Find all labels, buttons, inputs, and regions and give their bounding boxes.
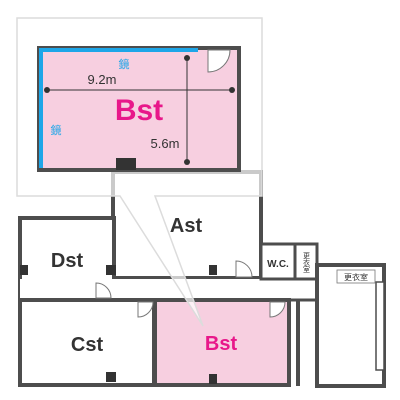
room-label-dst: Dst [51,250,84,272]
room-label-ast: Ast [170,215,203,237]
room-label-locker-right: 更衣室 [344,272,368,282]
room-label-bst: Bst [205,333,238,355]
callout-room-bst [37,46,241,172]
pillar [106,265,116,275]
room-locker-right [315,263,386,388]
dimension-endpoint [184,159,190,165]
corridor [20,279,316,299]
floorplan-base: Ast Dst Cst Bst W.C. 更衣室 更衣室 [18,170,386,388]
door-swing [235,260,253,278]
locker-label-frame [336,269,376,284]
door-swing [137,301,154,318]
room-locker-small [293,242,319,281]
dimension-endpoint [184,55,190,61]
room-label-locker-small: 更衣室 [303,252,311,273]
room-cst [18,298,156,387]
callout: 鏡 鏡 9.2m 5.6m Bst [16,17,263,327]
room-label-cst: Cst [71,334,104,356]
depth-label: 5.6m [151,136,180,151]
callout-room-label: Bst [115,94,163,127]
pillar [209,265,217,275]
callout-pillar [116,158,136,170]
width-label: 9.2m [88,72,117,87]
room-bst [153,298,291,387]
dimension-endpoint [44,87,50,93]
door-swing [269,301,286,318]
room-wc [259,242,297,281]
mirror-label-top: 鏡 [119,57,130,71]
callout-door-swing [207,49,231,73]
dimension-endpoint [229,87,235,93]
window [375,281,385,371]
room-label-wc: W.C. [267,259,289,270]
pillar [106,372,116,382]
pillar [20,265,28,275]
mirror-label-left: 鏡 [51,123,62,137]
door-swing [95,282,112,299]
pillar [209,374,217,384]
